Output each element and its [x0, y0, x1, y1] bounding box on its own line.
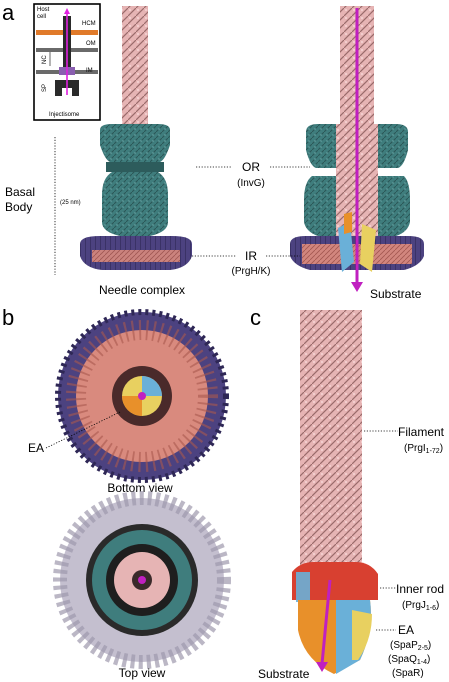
schematic-im-label: IM [86, 68, 93, 74]
inner-rod-label: Inner rod [396, 582, 444, 596]
basal-body-label-line2: Body [5, 200, 32, 214]
schematic-sp-label: SP [42, 84, 48, 92]
ir-label: IR [245, 249, 257, 263]
substrate-label-a: Substrate [370, 287, 422, 301]
needle-complex-caption: Needle complex [99, 283, 185, 297]
cross-section-structure [290, 6, 424, 292]
bottom-view-caption: Bottom view [107, 481, 173, 495]
filament-protein-label: (PrgI1-72) [404, 443, 443, 455]
needle-complex-structure [80, 6, 192, 270]
ea-label-c: EA [398, 623, 414, 637]
spar-label: (SpaR) [392, 668, 424, 679]
schematic-om-label: OM [86, 41, 96, 47]
panel-letter-c: c [250, 305, 261, 330]
ir-protein-label: (PrgH/K) [232, 266, 271, 277]
top-view-caption: Top view [119, 666, 166, 680]
schematic-injectisome-label: Injectisome [49, 112, 80, 118]
scale-label: (25 nm) [60, 200, 81, 206]
filament-label: Filament [398, 425, 445, 439]
or-protein-label: (InvG) [237, 178, 265, 189]
schematic-hcm-label: HCM [82, 21, 96, 27]
schematic-nc-label: NC [42, 55, 48, 64]
panel-letter-a: a [2, 0, 15, 25]
or-label: OR [242, 160, 260, 174]
basal-body-label-line1: Basal [5, 185, 35, 199]
filament-structure [292, 310, 378, 674]
inner-rod-protein-label: (PrgJ1-6) [402, 600, 439, 612]
spaq-label: (SpaQ1-4) [388, 654, 430, 666]
schematic-host-label: Host [37, 7, 50, 13]
injectisome-schematic: Host cell HCM OM NC IM SP Injectisome [33, 3, 101, 121]
panel-letter-b: b [2, 305, 14, 330]
ea-label-b: EA [28, 441, 44, 455]
substrate-label-c: Substrate [258, 667, 310, 681]
spap-label: (SpaP2-5) [390, 640, 431, 652]
top-view-structure [53, 491, 231, 669]
bottom-view-structure [55, 309, 229, 483]
schematic-cell-label: cell [37, 14, 46, 20]
